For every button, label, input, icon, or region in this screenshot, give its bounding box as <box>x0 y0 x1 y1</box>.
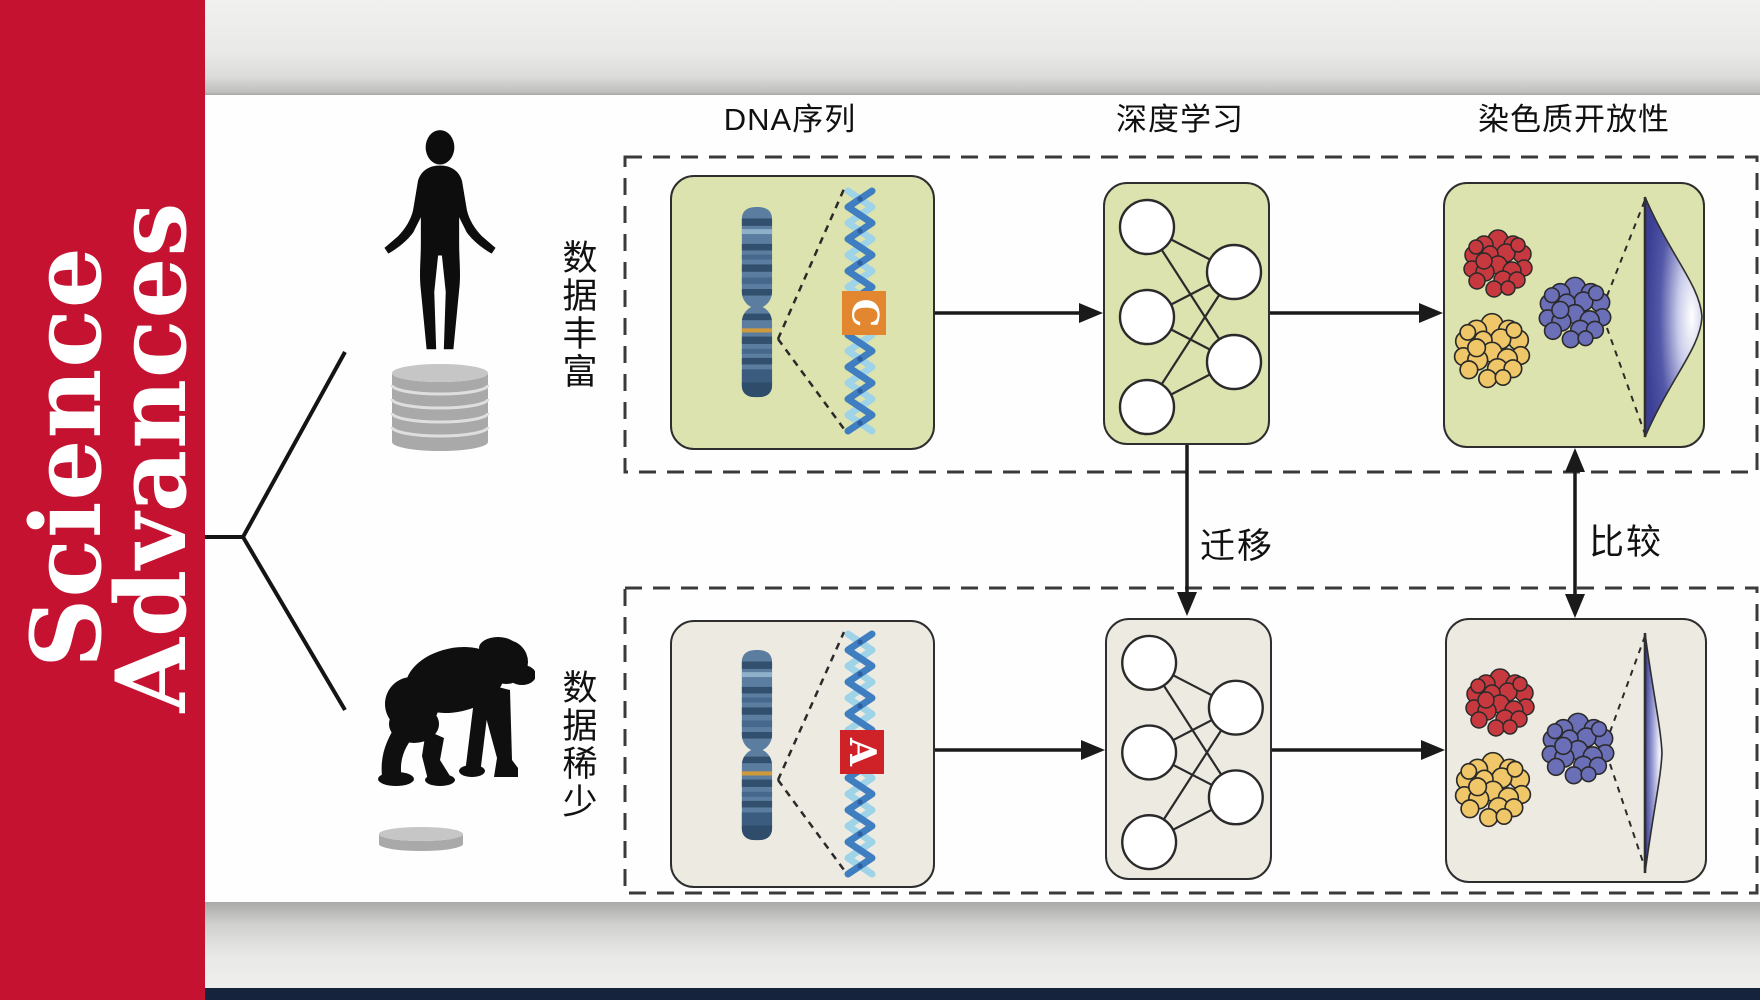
dashed-frame-top-row <box>623 155 1759 474</box>
background-band-bottom <box>205 902 1760 1000</box>
background-band-top <box>205 0 1760 95</box>
accessibility-distribution-icon <box>1643 632 1663 874</box>
nucleotide-c-letter: C <box>843 298 885 328</box>
neural-network-icon <box>1121 634 1264 871</box>
flow-arrows <box>935 303 1585 760</box>
dna-sequence-box-chimp: A <box>670 620 935 888</box>
cell-cluster-yellow-icon <box>1453 312 1531 389</box>
chromatin-openness-box-chimp <box>1445 618 1707 883</box>
label-compare: 比较 <box>1589 523 1664 562</box>
human-icon <box>384 130 496 350</box>
dashed-frame-bottom-row <box>623 586 1759 895</box>
row-label-data-scarce: 数据稀少 <box>557 669 597 821</box>
nucleotide-a-badge: A <box>840 730 884 774</box>
journal-sidebar: Science Advances <box>0 0 208 1000</box>
bottom-page-edge <box>205 988 1760 1000</box>
chromosome-icon <box>737 207 777 397</box>
row-label-data-rich: 数据丰富 <box>557 239 597 391</box>
cell-cluster-blue-icon <box>1541 712 1615 785</box>
chimpanzee-icon <box>378 637 535 786</box>
column-header-dna-sequence: DNA序列 <box>723 102 857 137</box>
neural-network-box-chimp <box>1105 618 1272 880</box>
dashed-frames <box>623 155 1759 895</box>
database-stack-icon <box>390 364 490 451</box>
nucleotide-a-letter: A <box>841 738 883 766</box>
column-header-chromatin-openness: 染色质开放性 <box>1478 102 1670 137</box>
phylogeny-tree-lines <box>205 351 347 712</box>
zoom-dashed-lines <box>776 631 846 871</box>
cell-cluster-red-icon <box>1465 668 1535 737</box>
single-disk-icon <box>379 827 463 851</box>
zoom-dashed-lines <box>776 188 846 430</box>
chromatin-openness-box-human <box>1443 182 1705 448</box>
cell-cluster-red-icon <box>1463 229 1533 298</box>
column-header-deep-learning: 深度学习 <box>1116 102 1244 137</box>
accessibility-distribution-icon <box>1643 196 1703 438</box>
cell-cluster-yellow-icon <box>1454 751 1532 828</box>
nucleotide-c-badge: C <box>842 291 886 335</box>
neural-network-icon <box>1118 198 1263 436</box>
zoom-dashed-lines <box>1606 199 1646 435</box>
label-transfer: 迁移 <box>1200 527 1275 566</box>
dna-sequence-box-human: C <box>670 175 935 450</box>
journal-title-line2: Advances <box>95 201 208 713</box>
cell-cluster-blue-icon <box>1538 276 1612 349</box>
neural-network-box-human <box>1103 182 1270 445</box>
figure-panel: DNA序列 深度学习 染色质开放性 <box>205 95 1760 902</box>
connector-overlay <box>205 155 1759 895</box>
zoom-dashed-lines <box>1609 635 1646 869</box>
chromosome-icon <box>737 650 777 840</box>
